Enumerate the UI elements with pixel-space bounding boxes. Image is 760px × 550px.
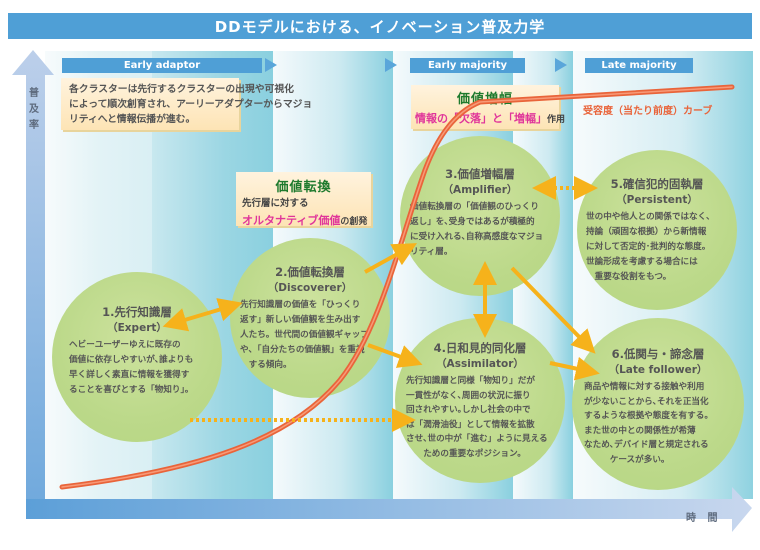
layer-subtitle: （Assimilator）: [436, 358, 524, 370]
note-heading: 価値増幅: [456, 92, 513, 107]
layer-subtitle: （Late follower）: [608, 364, 708, 376]
layer-body: 価値転換層の「価値観のひっくり返し」を､受身ではあるが積極的に受け入れる､自称高…: [410, 200, 550, 260]
note-highlight: オルタナティブ価値: [242, 214, 341, 227]
layer-body-line: 持論（頑固な根拠）から新情報: [586, 227, 707, 237]
layer-body: 先行知識層と同様「物知り」だが一貫性がなく､周囲の状況に振り回されやすい｡しかし…: [406, 374, 554, 461]
layer-title: 2.価値転換層: [275, 265, 345, 279]
intro-note-text: 各クラスターは先行するクラスターの出現や可視化 によって順次創育され、アーリーア…: [69, 82, 313, 127]
note-line: 先行層に対する: [242, 198, 309, 209]
layer-title: 3.価値増幅層: [445, 167, 515, 181]
layer-title: 6.低関与・諦念層: [611, 347, 705, 361]
layer-subtitle: （Persistent）: [616, 194, 698, 206]
layer-body-line: 人たち。世代間の価値観ギャップ: [240, 330, 369, 340]
y-axis-char: 率: [29, 120, 39, 131]
note-suffix: の創発: [340, 217, 368, 227]
layer-body-line: や､「自分たちの価値観」を重視: [240, 345, 365, 355]
note-heading: 価値転換: [275, 180, 332, 195]
layer-body-line: 返し」を､受身ではあるが積極的: [410, 217, 535, 227]
layer-subtitle: （Expert）: [107, 322, 167, 334]
layer-body: ヘビーユーザーゆえに既存の価値に依存しやすいが､誰よりも早く詳しく素直に情報を獲…: [69, 338, 205, 398]
layer-body: 商品や情報に対する接触や利用が少ないことから､それを正当化するような根拠や態度を…: [584, 380, 732, 467]
layer-subtitle: （Discoverer）: [267, 282, 353, 294]
layer-body-line: ケースが多い。: [584, 454, 670, 465]
layer-body-line: 世論形成を考慮する場合には: [586, 257, 698, 267]
layer-body-line: また世の中との関係性が希薄: [584, 425, 696, 436]
layer-title: 5.確信犯的固執層: [610, 177, 704, 191]
phase-arrow-icon: [555, 58, 567, 72]
phase-early-adaptor: Early adaptor: [62, 58, 262, 73]
acceptance-curve-label: 受容度（当たり前度）カーブ: [583, 106, 713, 117]
layer-body-line: は「潤滑油役」として情報を拡散: [406, 419, 535, 430]
layer-body-line: させ､世の中が「進む」ように見える: [406, 434, 548, 444]
layer-body-line: するような根拠や態度を有する。: [584, 411, 713, 421]
layer-body-line: ための重要なポジション。: [406, 448, 526, 459]
y-axis-char: 及: [29, 104, 39, 115]
layer-expert-circle: 1.先行知識層 （Expert） ヘビーユーザーゆえに既存の価値に依存しやすいが…: [52, 272, 222, 442]
x-axis-label: 時 間: [686, 513, 722, 524]
phase-arrow-icon: [265, 58, 277, 72]
layer-body-line: 先行知識層の価値を「ひっくり: [240, 300, 361, 310]
layer-title: 4.日和見的同化層: [433, 341, 527, 355]
layer-body-line: が少ないことから､それを正当化: [584, 396, 709, 407]
layer-body-line: なため､デバイド層と規定される: [584, 440, 709, 450]
value-conversion-note: 価値転換 先行層に対する オルタナティブ価値の創発: [236, 172, 371, 227]
layer-body: 先行知識層の価値を「ひっくり返す」新しい価値観を生み出す人たち。世代間の価値観ギ…: [240, 298, 380, 373]
layer-body-line: 回されやすい｡しかし社会の中で: [406, 405, 531, 415]
phase-late-majority: Late majority: [585, 58, 693, 73]
layer-body-line: に対して否定的･批判的な態度。: [586, 242, 711, 252]
layer-body: 世の中や他人との関係ではなく､ 持論（頑固な根拠）から新情報に対して否定的･批判的…: [586, 210, 728, 285]
phase-arrow-icon: [385, 58, 397, 72]
layer-body-line: 重要な役割をもつ。: [586, 272, 672, 282]
layer-title: 1.先行知識層: [102, 305, 172, 319]
layer-persistent-circle: 5.確信犯的固執層 （Persistent） 世の中や他人との関係ではなく､ 持論…: [577, 150, 737, 310]
note-highlight: 情報の「欠落」と「増幅」: [415, 112, 547, 125]
layer-body-line: 先行知識層と同様「物知り」だが: [406, 376, 535, 386]
layer-body-line: 商品や情報に対する接触や利用: [584, 382, 705, 392]
layer-body-line: する傾向。: [240, 360, 292, 370]
layer-late-follower-circle: 6.低関与・諦念層 （Late follower） 商品や情報に対する接触や利用…: [572, 318, 744, 490]
intro-note-line: リティへと情報伝播が進む。: [69, 114, 196, 125]
layer-body-line: 早く詳しく素直に情報を獲得す: [69, 370, 190, 380]
layer-body-line: 世の中や他人との関係ではなく､: [586, 212, 711, 222]
layer-discoverer-circle: 2.価値転換層 （Discoverer） 先行知識層の価値を「ひっくり返す」新し…: [230, 238, 390, 398]
note-suffix: 作用: [547, 115, 566, 125]
diagram-title: DDモデルにおける、イノベーション普及力学: [8, 13, 752, 39]
layer-body-line: リティ層。: [410, 247, 453, 257]
layer-body-line: 価値に依存しやすいが､誰よりも: [69, 355, 194, 365]
layer-body-line: ヘビーユーザーゆえに既存の: [69, 340, 181, 350]
layer-body-line: 価値転換層の「価値観のひっくり: [410, 202, 539, 212]
value-amplification-note: 価値増幅 情報の「欠落」と「増幅」作用: [411, 85, 565, 129]
y-axis-label: 普 及 率: [27, 86, 41, 134]
phase-early-majority: Early majority: [410, 58, 525, 73]
y-axis-char: 普: [29, 88, 39, 99]
layer-assimilator-circle: 4.日和見的同化層 （Assimilator） 先行知識層と同様「物知り」だが一…: [395, 318, 565, 483]
layer-amplifier-circle: 3.価値増幅層 （Amplifier） 価値転換層の「価値観のひっくり返し」を､…: [400, 136, 560, 296]
layer-subtitle: （Amplifier）: [442, 184, 518, 196]
intro-note-line: 各クラスターは先行するクラスターの出現や可視化: [69, 84, 294, 95]
layer-body-line: 一貫性がなく､周囲の状況に振り: [406, 390, 531, 401]
intro-note-line: によって順次創育され、アーリーアダプターからマジョ: [69, 99, 313, 110]
layer-body-line: に受け入れる､自称高感度なマジョ: [410, 232, 544, 242]
layer-body-line: 返す」新しい価値観を生み出す: [240, 315, 361, 325]
layer-body-line: ることを喜びとする「物知り」。: [69, 385, 194, 395]
